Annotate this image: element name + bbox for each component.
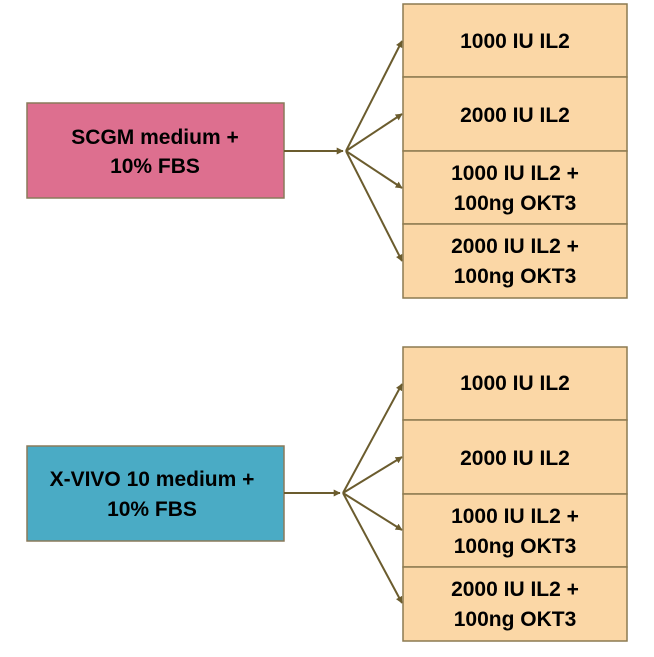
branch-arrow-3	[345, 150, 403, 189]
condition-label: 1000 IU IL2	[460, 30, 570, 53]
condition-label-line-2: 100ng OKT3	[454, 192, 577, 215]
source-label-line-2: 10% FBS	[107, 498, 197, 521]
condition-box	[402, 150, 628, 225]
group-scgm: SCGM medium + 10% FBS 1000 IU IL2 2000 I…	[26, 3, 628, 299]
branch-arrow-1	[345, 40, 403, 152]
branch-arrow-3	[342, 492, 403, 531]
source-box-xvivo	[26, 445, 285, 542]
branch-arrow-2	[345, 113, 403, 152]
condition-label-line-1: 1000 IU IL2 +	[451, 505, 579, 528]
condition-box	[402, 76, 628, 152]
condition-label-line-1: 2000 IU IL2 +	[451, 578, 579, 601]
source-label-line-1: X-VIVO 10 medium +	[50, 468, 255, 491]
condition-box	[402, 346, 628, 421]
condition-box	[402, 3, 628, 78]
condition-box	[402, 566, 628, 642]
condition-label-line-2: 100ng OKT3	[454, 535, 577, 558]
source-label-line-2: 10% FBS	[110, 155, 200, 178]
condition-label: 2000 IU IL2	[460, 447, 570, 470]
condition-label-line-1: 2000 IU IL2 +	[451, 235, 579, 258]
branch-arrow-4	[342, 492, 403, 604]
source-box-scgm	[26, 102, 285, 199]
source-label-line-1: SCGM medium +	[71, 126, 238, 149]
branch-arrow-4	[345, 150, 403, 262]
condition-label: 1000 IU IL2	[460, 372, 570, 395]
condition-label-line-2: 100ng OKT3	[454, 265, 577, 288]
condition-label-line-1: 1000 IU IL2 +	[451, 162, 579, 185]
branch-arrow-2	[342, 456, 403, 494]
condition-box	[402, 419, 628, 495]
branch-arrow-1	[342, 383, 403, 494]
group-xvivo: X-VIVO 10 medium + 10% FBS 1000 IU IL2 2…	[26, 346, 628, 642]
condition-label-line-2: 100ng OKT3	[454, 608, 577, 631]
condition-label: 2000 IU IL2	[460, 104, 570, 127]
condition-box	[402, 223, 628, 299]
condition-box	[402, 493, 628, 568]
